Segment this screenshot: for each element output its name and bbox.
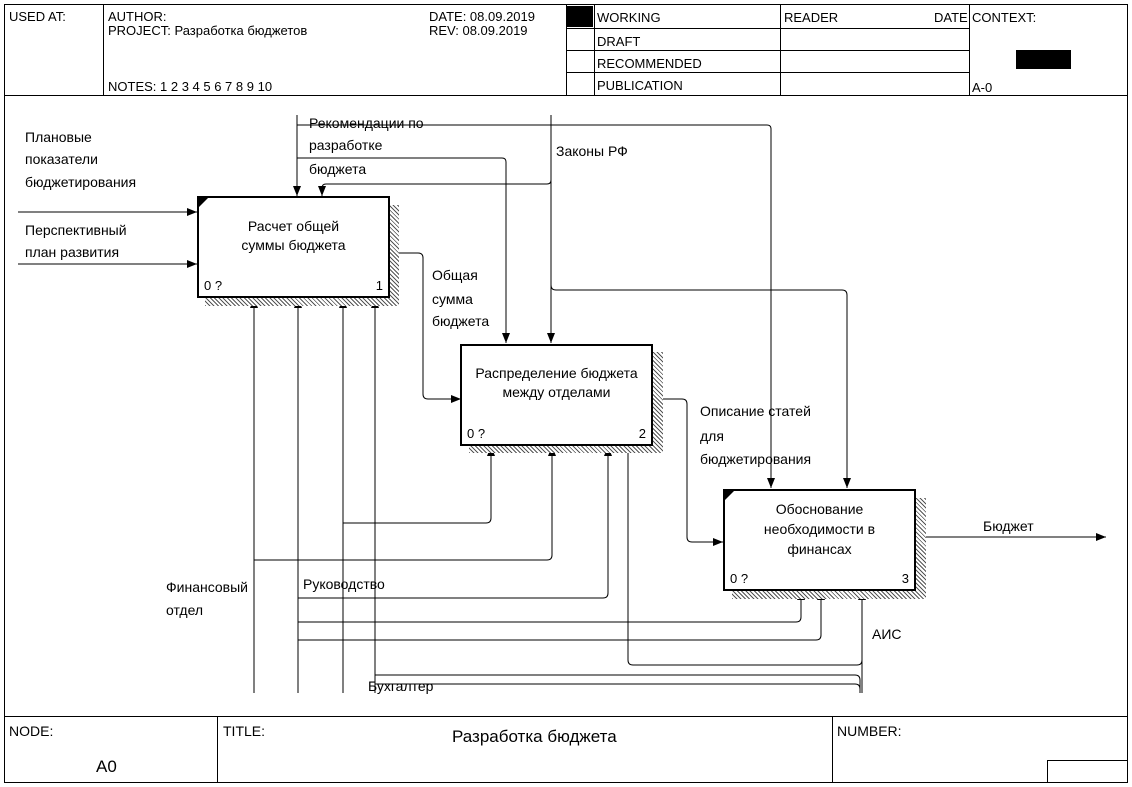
activity-box-3[interactable]: Обоснование необходимости в финансах 0 ?… [723,489,916,591]
number-label: NUMBER: [837,723,902,739]
label-total: сумма [432,291,473,307]
status-working: WORKING [597,10,661,25]
header-divider [103,4,104,95]
box-3-number: 3 [901,571,909,586]
arrow-recommendations-branch [297,157,510,343]
label-accountant: Бухгалтер [368,678,434,694]
diagram-title: Разработка бюджета [452,727,617,746]
arrow-laws-to-box3 [550,284,851,488]
date-label: DATE: 08.09.2019 [429,9,535,24]
label-planned: бюджетирования [25,174,137,190]
used-at-label: USED AT: [9,9,66,24]
header-bottom-line [4,95,1128,96]
label-budget: Бюджет [983,518,1034,534]
activity-box-1[interactable]: Расчет общей суммы бюджета 0 ? 1 [197,196,390,298]
title-label: TITLE: [223,723,266,739]
label-total: Общая [432,267,478,283]
arrow-mech-box2-c [298,446,612,599]
node-value: A0 [96,757,117,776]
box-2-number: 2 [638,426,646,441]
box-corner-marker [199,198,208,207]
status-publication: PUBLICATION [597,78,683,93]
working-status-marker [567,6,593,27]
header-divider [566,4,567,95]
arrow-mech-box3-b [298,590,825,641]
label-description: для [700,428,724,444]
box-3-title-line: необходимости в [763,521,876,537]
arrow-mech-box2-d [375,446,628,610]
footer-number-cell [1047,760,1128,783]
label-laws: Законы РФ [556,143,628,159]
reader-date-label: DATE [934,10,968,25]
label-planned: показатели [25,151,98,167]
label-perspective: план развития [25,244,120,260]
arrow-mech-accountant-4 [375,683,861,690]
footer-divider [217,716,218,783]
arrow-mech-accountant-2 [624,436,863,666]
rev-label: REV: 08.09.2019 [429,23,528,38]
status-draft: DRAFT [597,34,641,49]
header-row-line [567,72,969,73]
label-fin-dept: отдел [166,602,204,618]
arrow-mech-box2-a [343,446,495,524]
arrow-laws-long [297,124,775,488]
label-total: бюджета [432,313,490,329]
box-1-title-line: Расчет общей [247,218,340,234]
arrow-laws-to-box1 [318,179,552,196]
reader-label: READER [784,10,839,25]
activity-box-2[interactable]: Распределение бюджета между отделами 0 ?… [460,344,653,446]
header-divider [969,4,970,95]
node-label: NODE: [9,723,54,739]
label-recommendations: разработке [309,137,383,153]
box-2-title-line: Распределение бюджета [475,365,638,381]
label-description: Описание статей [700,403,811,419]
box-2-title-line: между отделами [502,384,611,400]
label-ais: АИС [872,626,902,642]
arrow-description [652,398,723,546]
box-3-title-line: Обоснование [775,501,864,517]
box-1-cost: 0 ? [204,278,223,293]
footer-divider [832,716,833,783]
project-label: PROJECT: Разработка бюджетов [108,23,308,38]
label-description: бюджетирования [700,451,812,467]
box-1-title-line: суммы бюджета [241,237,346,253]
context-thumbnail [1016,50,1071,69]
arrow-total-budget [389,252,461,403]
notes-label: NOTES: 1 2 3 4 5 6 7 8 9 10 [108,79,273,94]
header-row-line [567,50,969,51]
status-recommended: RECOMMENDED [597,56,702,71]
box-1-number: 1 [375,278,383,293]
label-perspective: Перспективный [25,222,127,238]
context-node: A-0 [972,80,993,95]
label-planned: Плановые [25,129,92,145]
box-corner-marker [725,491,734,500]
header-row-line [567,28,969,29]
arrow-mech-box2-b [254,446,556,561]
context-label: CONTEXT: [972,10,1037,25]
label-fin-dept: Финансовый [166,579,248,595]
header-divider [594,4,595,95]
arrow-mech-box3-a [298,590,805,623]
label-management: Руководство [303,576,385,592]
author-label: AUTHOR: [108,9,167,24]
arrow-mech-accountant-3 [375,674,861,693]
box-2-cost: 0 ? [467,426,486,441]
box-3-title-line: финансах [787,541,852,557]
footer-top-line [4,716,1128,717]
box-3-cost: 0 ? [730,571,749,586]
label-recommendations: Рекомендации по [309,115,424,131]
label-recommendations: бюджета [309,161,367,177]
header-divider [780,4,781,95]
